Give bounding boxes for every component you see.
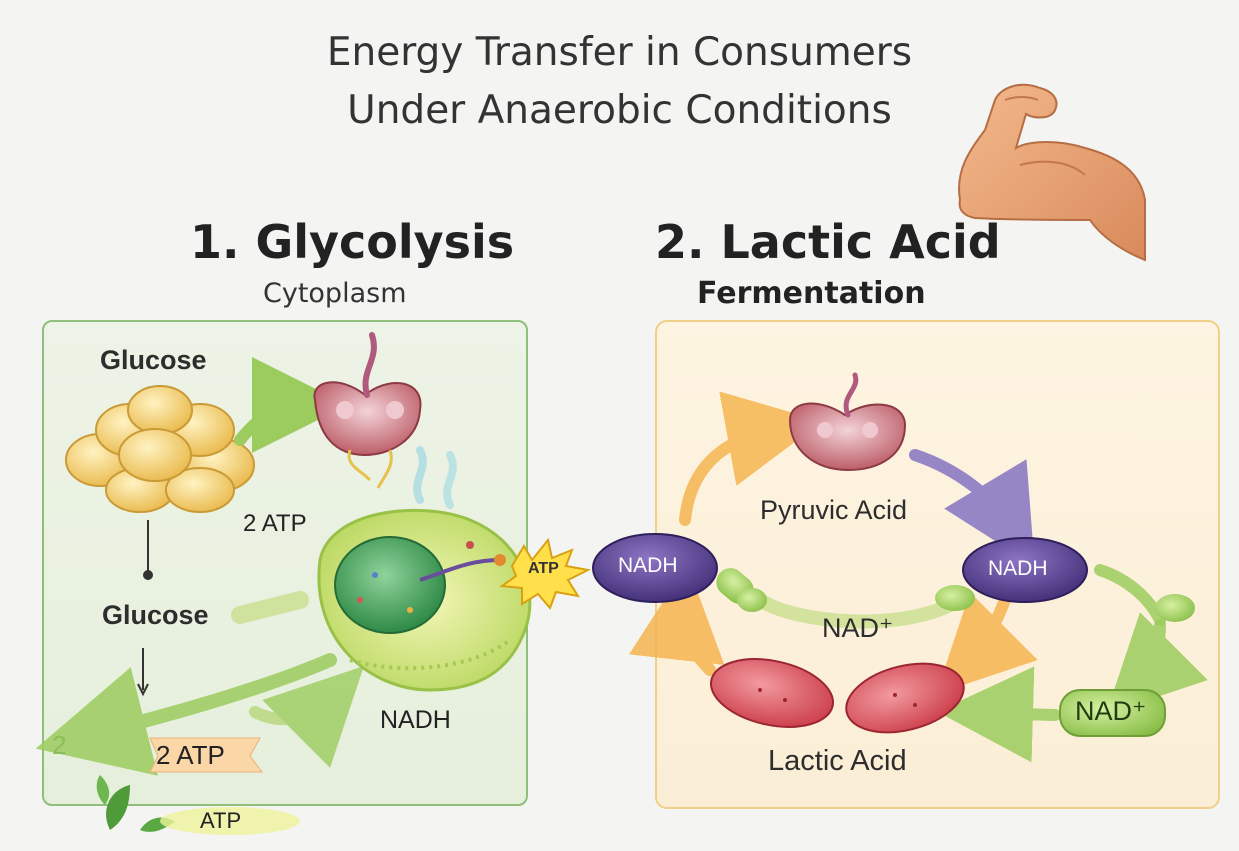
title-line-1: Energy Transfer in Consumers (326, 30, 913, 75)
nad-center-label: NAD⁺ (822, 613, 894, 643)
nadh-left-blob (592, 533, 718, 603)
glucose-top-label: Glucose (100, 345, 207, 375)
nadh-left-label: NADH (618, 554, 678, 577)
section2-number: 2. (655, 215, 705, 269)
corner-number-label: 2 (52, 730, 67, 760)
section1-number: 1. (190, 215, 240, 269)
pyruvic-acid-blob (788, 402, 907, 472)
section1-heading: Glycolysis (255, 215, 515, 269)
atp-leaf-label: ATP (200, 808, 242, 833)
glucose-mid-label: Glucose (102, 600, 209, 630)
title-line-2: Under Anaerobic Conditions (347, 88, 892, 133)
atp-burst-label: ATP (528, 560, 559, 577)
nadh-right-blob (962, 537, 1088, 603)
leaf-icon (96, 775, 300, 835)
pyruvic-acid-label: Pyruvic Acid (760, 495, 908, 525)
pyruvate-blob-icon (313, 332, 422, 489)
section2-heading: Lactic Acid (720, 215, 1001, 269)
nadh-left-panel-label: NADH (380, 706, 451, 734)
lactic-acid-label: Lactic Acid (768, 745, 907, 777)
atp-top-label: 2 ATP (243, 510, 307, 537)
atp-bottom-label: 2 ATP (156, 740, 225, 770)
nad-right-label: NAD⁺ (1075, 696, 1147, 726)
section2-subheading: Fermentation (697, 276, 926, 311)
section1-subheading: Cytoplasm (263, 278, 407, 309)
cell-icon (317, 508, 532, 692)
nad-right-pill (1059, 689, 1166, 737)
nadh-right-label: NADH (988, 557, 1048, 580)
atp-burst-icon (499, 537, 592, 610)
flexed-arm-icon (950, 70, 1150, 270)
glucose-cluster-icon (65, 385, 255, 513)
